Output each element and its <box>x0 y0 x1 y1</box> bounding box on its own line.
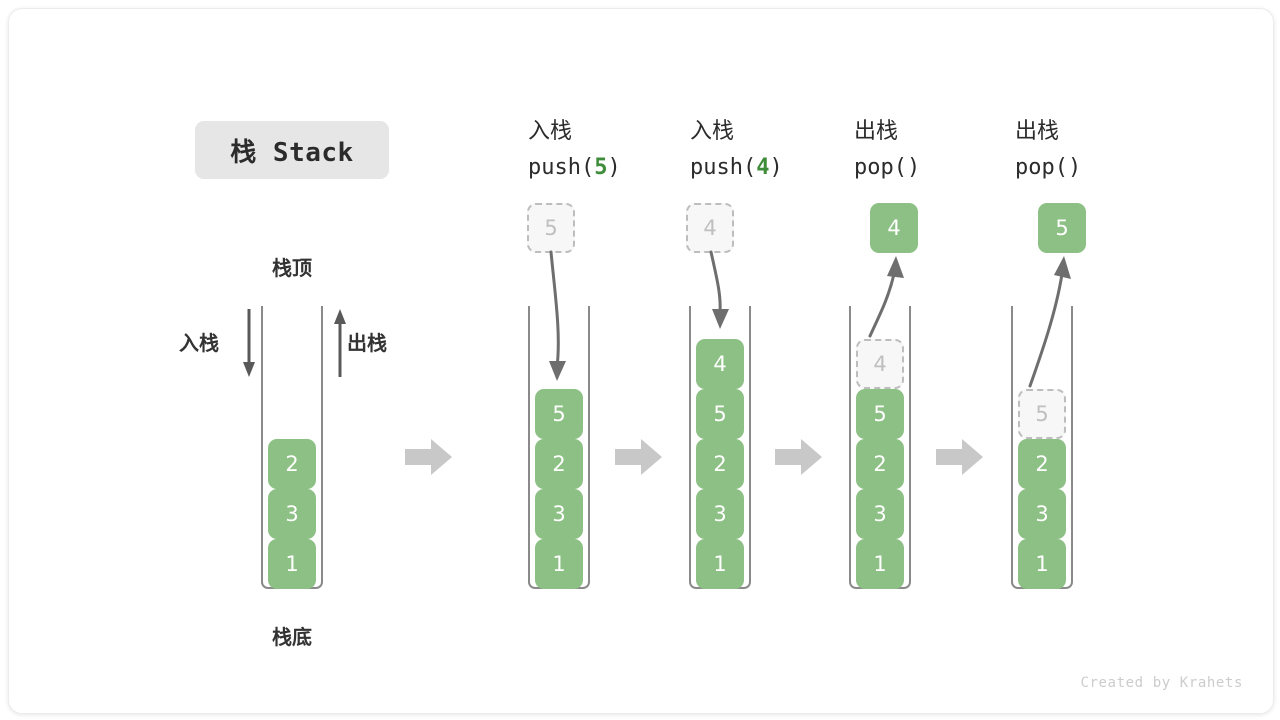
push-side-label: 入栈 <box>179 331 219 355</box>
pop-motion-arrow-icon <box>1028 256 1071 388</box>
diagram-card: 栈 Stack 栈顶 栈底 入栈 出栈 1 3 2 入栈 push(5) 5 1… <box>8 8 1274 714</box>
stack-cell: 3 <box>1018 489 1066 539</box>
stack-cell: 5 <box>535 389 583 439</box>
code-argument: 4 <box>756 155 770 180</box>
stack-top-label: 栈顶 <box>272 256 312 280</box>
push-motion-arrow-icon <box>549 250 566 381</box>
code-prefix: push( <box>690 155 757 180</box>
stack-cell: 3 <box>856 489 904 539</box>
step-arrow-icon <box>405 439 452 475</box>
stack-cell: 1 <box>1018 539 1066 589</box>
pop-direction-arrow-icon <box>334 309 346 377</box>
operation-code: pop() <box>1015 150 1225 186</box>
stack-cell: 3 <box>268 489 316 539</box>
code-prefix: pop( <box>854 155 907 180</box>
stack-cell: 2 <box>856 439 904 489</box>
stack-cell: 3 <box>535 489 583 539</box>
push-direction-arrow-icon <box>243 309 255 377</box>
code-suffix: ) <box>1067 155 1082 180</box>
step-arrow-icon <box>615 439 662 475</box>
stack-cell: 4 <box>696 339 744 389</box>
stack-cell: 2 <box>535 439 583 489</box>
diagram-title-badge: 栈 Stack <box>195 121 389 179</box>
operation-caption-pop-5: 出栈 pop() <box>1015 114 1225 186</box>
stack-cell: 5 <box>696 389 744 439</box>
incoming-element-ghost: 4 <box>686 203 734 253</box>
push-motion-arrow-icon <box>709 250 729 329</box>
operation-caption-push-5: 入栈 push(5) <box>528 114 738 186</box>
popped-element: 5 <box>1038 203 1086 253</box>
popped-element: 4 <box>870 203 918 253</box>
stack-cell: 5 <box>856 389 904 439</box>
incoming-element-ghost: 5 <box>527 203 575 253</box>
code-prefix: pop( <box>1015 155 1068 180</box>
stack-cell: 2 <box>268 439 316 489</box>
removed-element-ghost: 4 <box>856 339 904 389</box>
stack-cell: 2 <box>1018 439 1066 489</box>
stack-cell: 3 <box>696 489 744 539</box>
pop-motion-arrow-icon <box>868 256 904 338</box>
operation-caption-push-4: 入栈 push(4) <box>690 114 900 186</box>
stack-cells-push-5: 1 3 2 5 <box>528 306 590 589</box>
operation-label-cn: 入栈 <box>528 119 573 144</box>
code-suffix: ) <box>769 155 783 180</box>
removed-element-ghost: 5 <box>1018 389 1066 439</box>
step-arrow-icon <box>936 439 983 475</box>
credit-text: Created by Krahets <box>1080 675 1243 691</box>
code-suffix: ) <box>607 155 621 180</box>
operation-label-cn: 出栈 <box>854 119 899 144</box>
stack-cells-pop-5: 1 3 2 5 <box>1011 306 1073 589</box>
operation-code: pop() <box>854 150 1064 186</box>
operation-code: push(5) <box>528 150 738 186</box>
code-argument: 5 <box>594 155 608 180</box>
stack-cells-push-4: 1 3 2 5 4 <box>689 306 751 589</box>
page-title: 栈 Stack <box>230 137 354 168</box>
stack-cell: 1 <box>535 539 583 589</box>
step-arrow-icon <box>775 439 822 475</box>
code-prefix: push( <box>528 155 595 180</box>
stack-cells-pop-4: 1 3 2 5 4 <box>849 306 911 589</box>
stack-cell: 1 <box>696 539 744 589</box>
stack-cell: 1 <box>268 539 316 589</box>
stack-cells-initial: 1 3 2 <box>261 306 323 589</box>
pop-side-label: 出栈 <box>347 331 387 355</box>
operation-label-cn: 入栈 <box>690 119 735 144</box>
code-suffix: ) <box>906 155 921 180</box>
stack-cell: 2 <box>696 439 744 489</box>
operation-label-cn: 出栈 <box>1015 119 1060 144</box>
operation-code: push(4) <box>690 150 900 186</box>
stack-cell: 1 <box>856 539 904 589</box>
operation-caption-pop-4: 出栈 pop() <box>854 114 1064 186</box>
stack-bottom-label: 栈底 <box>272 625 312 649</box>
